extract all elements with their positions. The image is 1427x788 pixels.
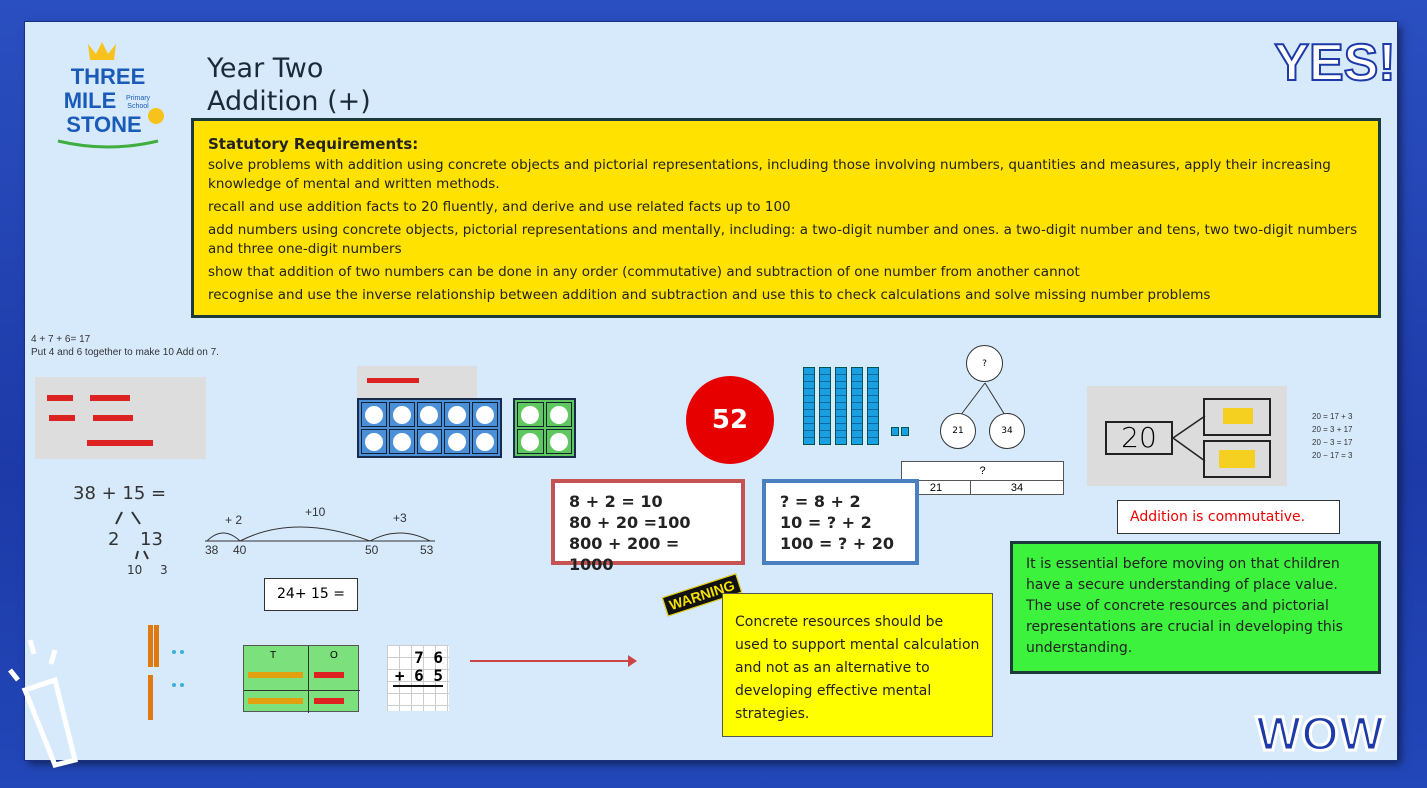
- missing-line: 100 = ? + 20: [780, 534, 895, 553]
- column-row: + 6 5: [393, 666, 443, 687]
- missing-line: 10 = ? + 2: [780, 513, 872, 532]
- number-line-point: 40: [233, 543, 247, 557]
- jump-label: + 2: [225, 513, 243, 527]
- fact-line: 20 − 3 = 17: [1312, 438, 1353, 447]
- bond-line: 800 + 200 = 1000: [569, 534, 680, 574]
- whole-circle: ?: [966, 345, 1003, 382]
- part-circle: 34: [989, 413, 1025, 449]
- bond-line: 8 + 2 = 10: [569, 492, 663, 511]
- number-line-point: 50: [365, 543, 379, 557]
- svg-text:STONE: STONE: [66, 112, 141, 137]
- torch-icon: [0, 630, 100, 770]
- requirement-item: solve problems with addition using concr…: [208, 157, 1331, 192]
- requirement-item: show that addition of two numbers can be…: [208, 264, 1080, 280]
- bar-part: 21: [902, 481, 971, 495]
- partition-part: 3: [160, 563, 168, 577]
- twenty-facts: 20 = 17 + 3 20 = 3 + 17 20 − 3 = 17 20 −…: [1312, 410, 1352, 462]
- requirements-heading: Statutory Requirements:: [208, 135, 419, 153]
- partition-part: 2: [108, 529, 120, 550]
- bead-string-image: [35, 377, 206, 459]
- jump-label: +3: [393, 511, 407, 525]
- place-value-chart: T O: [243, 645, 360, 713]
- missing-number-box: ? = 8 + 2 10 = ? + 2 100 = ? + 20: [762, 479, 919, 565]
- title-line-2: Addition (+): [207, 86, 371, 117]
- number-circle: 52: [686, 376, 774, 464]
- requirement-item: recall and use addition facts to 20 flue…: [208, 199, 791, 215]
- number-line-point: 38: [205, 543, 219, 557]
- bead-equation: 4 + 7 + 6= 17: [31, 334, 91, 345]
- partition-part: 13: [140, 529, 163, 550]
- bar-whole: ?: [902, 462, 1063, 481]
- column-row: 7 6: [414, 648, 443, 667]
- yes-badge: YES!: [1245, 8, 1420, 108]
- sum-box: 24+ 15 =: [264, 578, 358, 611]
- requirement-item: add numbers using concrete objects, pict…: [208, 222, 1358, 257]
- ten-frame: for(let i=0;i<10;i++)document.write('<di…: [357, 398, 502, 458]
- place-value-note: It is essential before moving on that ch…: [1010, 541, 1381, 674]
- bond-line: 80 + 20 =100: [569, 513, 691, 532]
- school-logo: THREE MILE Primary School STONE: [38, 36, 178, 151]
- part-whole-model: ? 21 34: [935, 345, 1035, 455]
- svg-text:THREE: THREE: [71, 64, 146, 89]
- base-ten-rods: [148, 625, 188, 720]
- four-frame: for(let i=0;i<4;i++)document.write('<div…: [513, 398, 576, 458]
- title-line-1: Year Two: [207, 53, 324, 84]
- bead-note: Put 4 and 6 together to make 10 Add on 7…: [31, 347, 219, 358]
- part-circle: 21: [940, 413, 976, 449]
- warning-note: Concrete resources should be used to sup…: [722, 593, 993, 737]
- number-line: + 2 +10 +3 38 40 50 53: [205, 505, 445, 560]
- statutory-requirements: Statutory Requirements: solve problems w…: [191, 118, 1381, 318]
- bead-example: 4 + 7 + 6= 17 Put 4 and 6 together to ma…: [31, 333, 219, 359]
- jump-label: +10: [305, 505, 326, 519]
- wow-text: WOW: [1256, 708, 1385, 761]
- number-bonds-box: 8 + 2 = 10 80 + 20 =100 800 + 200 = 1000: [551, 479, 745, 574]
- column-addition: 7 6 + 6 5: [387, 645, 449, 711]
- tens-header: T: [270, 650, 277, 661]
- svg-text:Primary: Primary: [126, 95, 151, 102]
- requirement-item: recognise and use the inverse relationsh…: [208, 287, 1211, 303]
- yes-text: YES!: [1274, 34, 1395, 92]
- twenty-number: 20: [1105, 421, 1173, 455]
- svg-text:MILE: MILE: [64, 88, 117, 113]
- bead-string-ten: [357, 366, 477, 398]
- bar-model: ? 21 34: [901, 461, 1064, 495]
- partition-part: 10: [127, 563, 143, 577]
- partition-equation: 38 + 15 =: [73, 483, 167, 504]
- base-ten-blocks: for(let i=0;i<5;i++)document.write('<div…: [803, 367, 923, 445]
- missing-line: ? = 8 + 2: [780, 492, 861, 511]
- fact-line: 20 = 3 + 17: [1312, 425, 1353, 434]
- number-line-point: 53: [420, 543, 434, 557]
- partition-diagram: 38 + 15 = 2 13 10 3: [60, 483, 180, 583]
- svg-text:School: School: [127, 103, 149, 110]
- wow-badge: WOW: [1220, 680, 1420, 780]
- page-title: Year Two Addition (+): [207, 52, 371, 118]
- bar-part: 34: [1010, 482, 1024, 494]
- commutative-note: Addition is commutative.: [1117, 500, 1340, 534]
- fact-line: 20 − 17 = 3: [1312, 451, 1353, 460]
- fact-line: 20 = 17 + 3: [1312, 412, 1353, 421]
- twenty-bond-image: 20: [1087, 386, 1287, 486]
- ones-header: O: [330, 650, 338, 661]
- arrow-right-icon: [470, 655, 637, 667]
